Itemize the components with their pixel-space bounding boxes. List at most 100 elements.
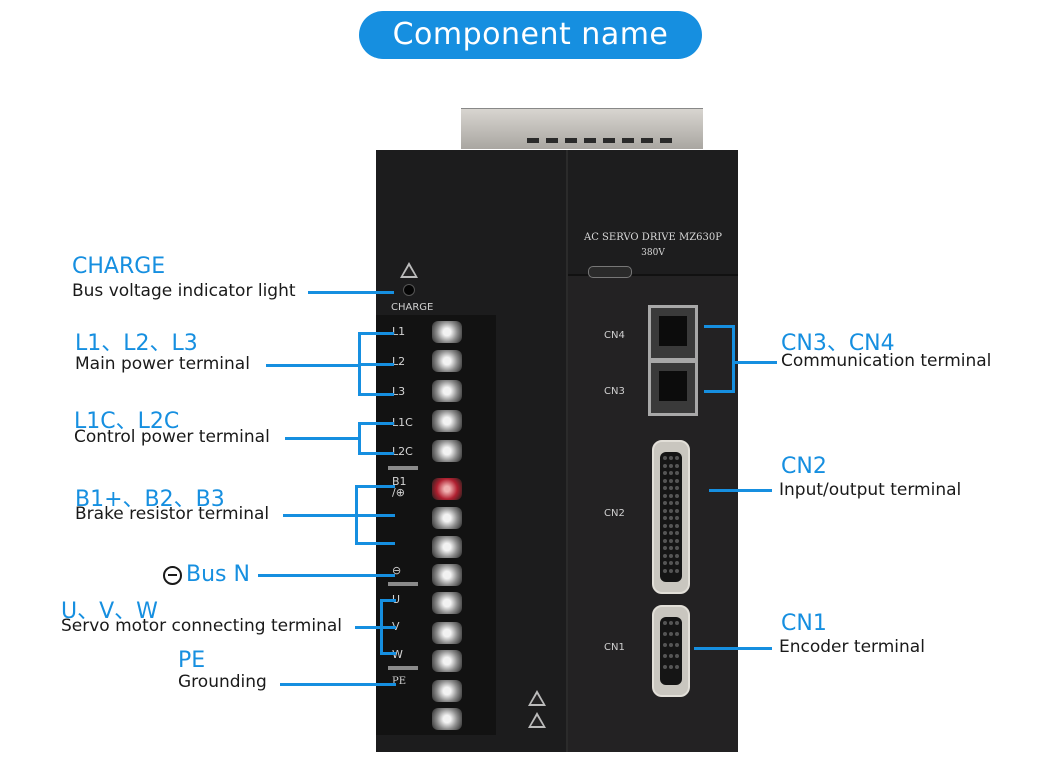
encoder-desc: Encoder terminal xyxy=(779,637,925,657)
connector-pin xyxy=(675,632,679,636)
charge-title: CHARGE xyxy=(72,254,166,279)
connector-pin xyxy=(675,643,679,647)
bracket xyxy=(358,393,394,396)
connector-pin xyxy=(669,531,673,535)
connector-pin xyxy=(663,665,667,669)
bracket xyxy=(380,599,396,602)
terminal-label-u: U xyxy=(392,593,401,606)
heatsink xyxy=(461,108,703,149)
connector-pin xyxy=(669,538,673,543)
connector-pin xyxy=(669,553,673,558)
encoder-title: CN1 xyxy=(781,611,827,636)
connector-pin xyxy=(663,538,667,543)
model-label: AC SERVO DRIVE MZ630P xyxy=(584,232,722,243)
motor-desc: Servo motor connecting terminal xyxy=(61,616,342,636)
cn2-connector xyxy=(652,440,690,594)
vent-slot xyxy=(660,138,672,143)
terminal-screw xyxy=(432,440,462,462)
connector-pin xyxy=(669,456,673,460)
charge-led xyxy=(403,284,415,296)
terminal-screw-b1 xyxy=(432,478,462,500)
connector-pin xyxy=(663,523,667,528)
connector-pin xyxy=(669,523,673,528)
connector-pin xyxy=(669,501,673,505)
connector-pin xyxy=(663,531,667,535)
connector-pin xyxy=(669,478,673,483)
terminal-label-l1: L1 xyxy=(392,325,406,338)
connector-pin xyxy=(675,538,679,543)
connector-pin xyxy=(663,456,667,460)
vent-slot xyxy=(641,138,653,143)
cn2-device-label: CN2 xyxy=(604,508,625,519)
connector-pin xyxy=(663,561,667,565)
terminal-label-b1: B1 /⊕ xyxy=(392,475,407,499)
vent-slot xyxy=(622,138,634,143)
bracket xyxy=(358,332,394,335)
leader-line xyxy=(283,514,358,517)
leader-line xyxy=(280,683,396,686)
connector-pin xyxy=(663,471,667,475)
charge-device-label: CHARGE xyxy=(391,302,434,313)
terminal-screw xyxy=(432,321,462,343)
high-voltage-warning-icon xyxy=(400,262,418,278)
terminal-label-pe: PE xyxy=(392,676,407,687)
terminal-label-l3: L3 xyxy=(392,385,406,398)
connector-pin xyxy=(675,665,679,669)
cn3-port xyxy=(648,360,698,416)
leader-line xyxy=(732,361,777,364)
connector-pin xyxy=(675,486,679,490)
voltage-label: 380V xyxy=(641,248,665,258)
connector-pin xyxy=(675,456,679,460)
connector-pin xyxy=(669,665,673,669)
connector-pin xyxy=(669,516,673,520)
comm-title: CN3、CN4 xyxy=(781,331,895,356)
connector-pin xyxy=(663,493,667,498)
connector-pin xyxy=(675,531,679,535)
connector-pin xyxy=(663,501,667,505)
connector-pin xyxy=(663,632,667,636)
terminal-label-minus: ⊖ xyxy=(392,564,402,577)
terminal-screw xyxy=(432,592,462,614)
terminal-screw xyxy=(432,680,462,702)
connector-pin xyxy=(675,553,679,558)
leader-line xyxy=(355,626,382,629)
main-power-desc: Main power terminal xyxy=(75,354,250,374)
vent-slot xyxy=(603,138,615,143)
bracket xyxy=(704,390,734,393)
connector-pin xyxy=(669,632,673,636)
header-title: Component name xyxy=(359,11,702,59)
bracket xyxy=(355,542,395,545)
vent-slot xyxy=(584,138,596,143)
connector-pin xyxy=(675,493,679,498)
connector-pin xyxy=(663,478,667,483)
terminal-label-l2c: L2C xyxy=(392,445,413,458)
terminal-screw xyxy=(432,380,462,402)
connector-pin xyxy=(669,561,673,565)
pe-title: PE xyxy=(178,648,206,673)
connector-pin xyxy=(675,463,679,468)
connector-pin xyxy=(663,516,667,520)
control-power-desc: Control power terminal xyxy=(74,427,270,447)
terminal-screw xyxy=(432,536,462,558)
connector-pin xyxy=(663,486,667,490)
terminal-screw xyxy=(432,564,462,586)
caution-icon xyxy=(528,712,546,728)
io-desc: Input/output terminal xyxy=(779,480,962,500)
connector-pin xyxy=(675,621,679,625)
connector-pin xyxy=(663,568,667,573)
cn1-connector xyxy=(652,605,690,697)
bracket xyxy=(380,652,396,655)
connector-pin xyxy=(675,501,679,505)
brake-title: B1+、B2、B3 xyxy=(75,487,225,512)
terminal-screw xyxy=(432,410,462,432)
connector-pin xyxy=(663,508,667,513)
bracket xyxy=(380,626,396,629)
main-power-title: L1、L2、L3 xyxy=(75,331,198,356)
connector-pin xyxy=(675,478,679,483)
connector-pin xyxy=(669,486,673,490)
leader-line xyxy=(308,291,394,294)
connector-pin xyxy=(675,471,679,475)
bus-n-title: Bus N xyxy=(186,562,250,587)
connector-pin xyxy=(675,516,679,520)
connector-pin xyxy=(669,621,673,625)
